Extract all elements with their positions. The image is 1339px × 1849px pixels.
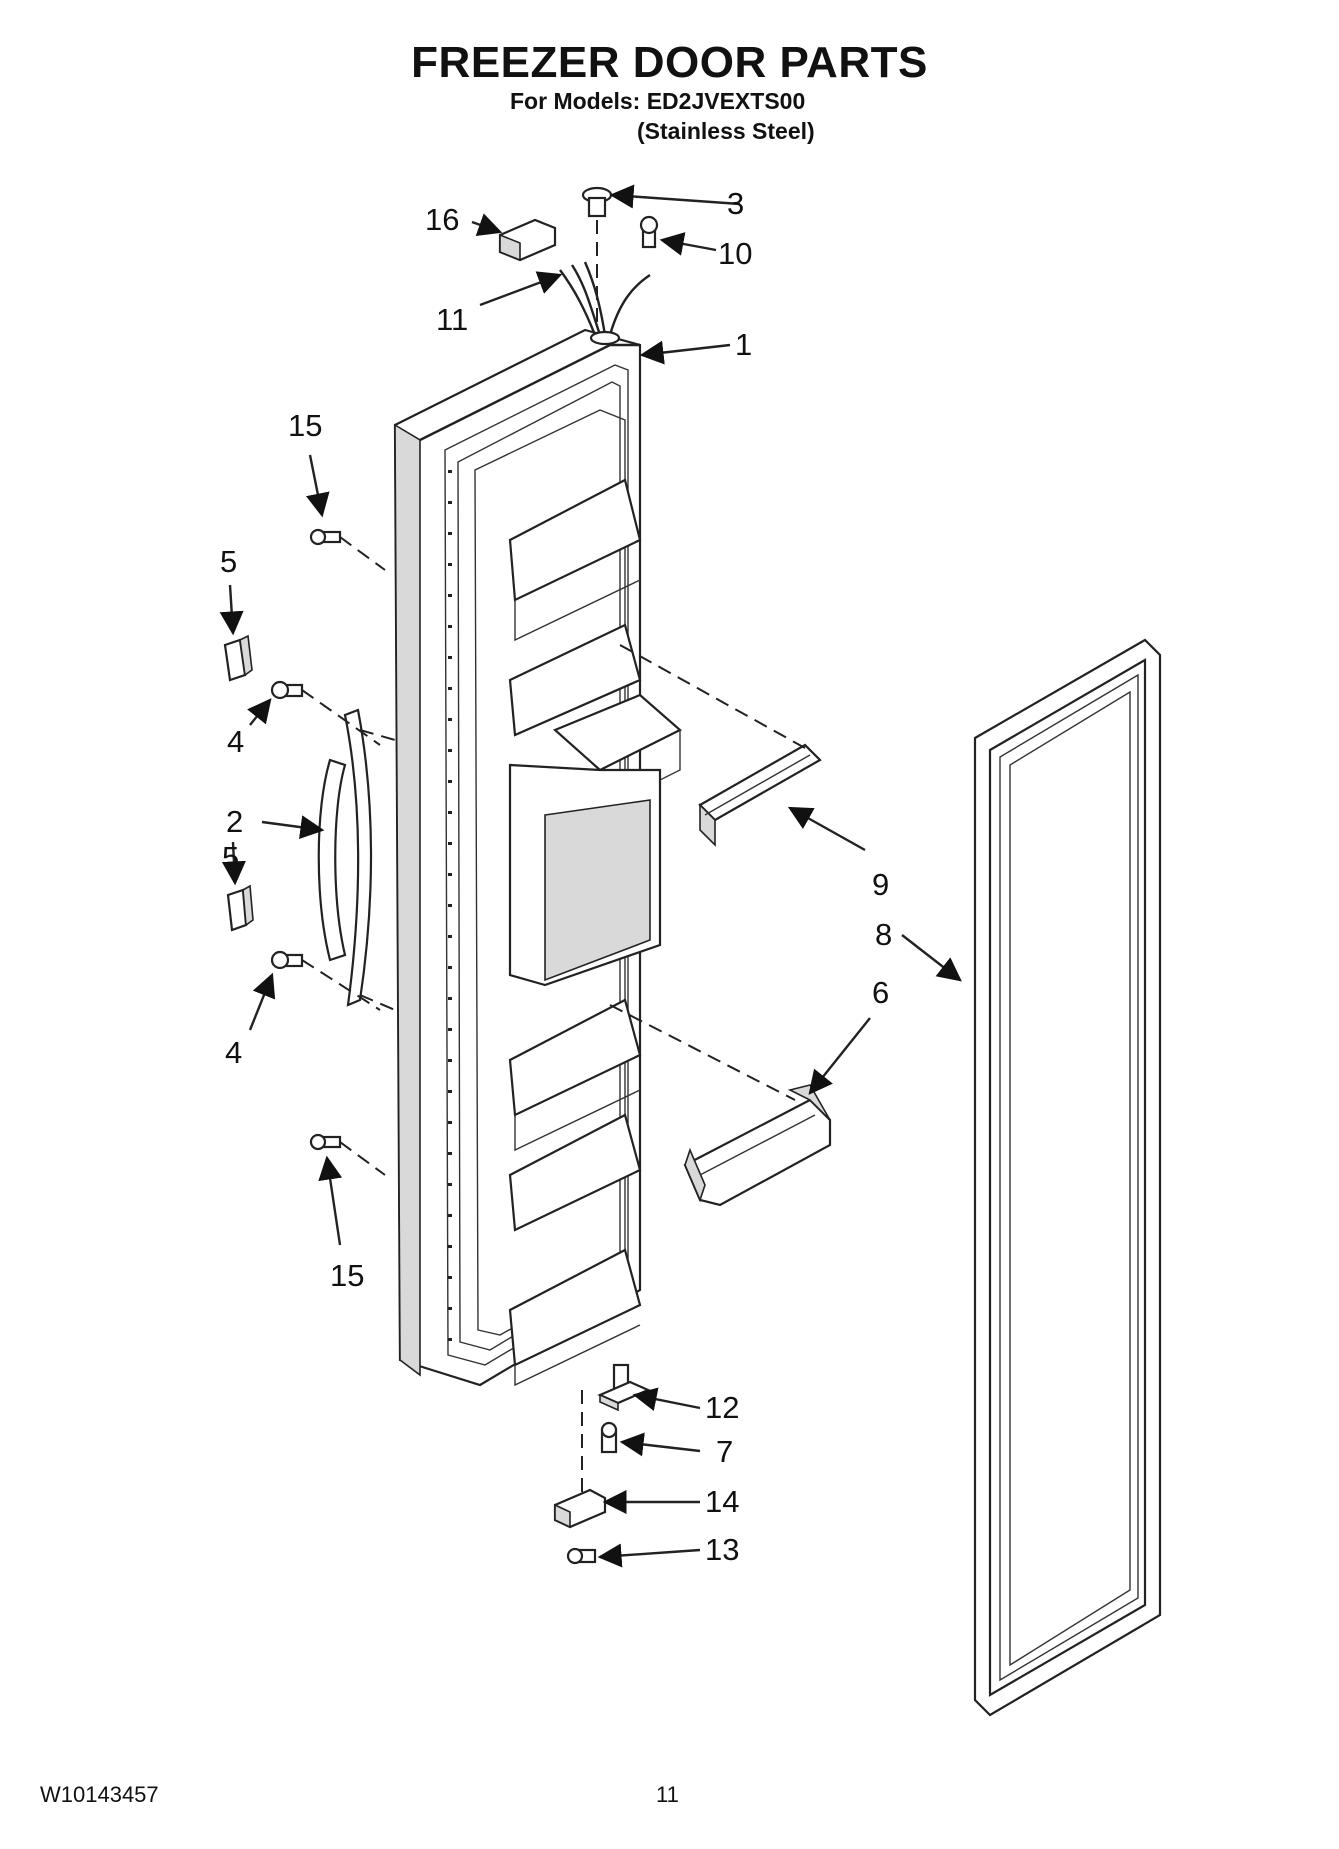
hinge-screw [600,1421,618,1454]
diagram-title: FREEZER DOOR PARTS [411,38,928,87]
handle-trim-cap-lower [226,884,254,932]
material-line: (Stainless Steel) [637,118,815,144]
document-number: W10143457 [40,1782,159,1807]
callout-labels: 3 16 10 11 1 15 5 4 2 5 9 8 6 4 15 12 7 … [220,186,892,1567]
handle-screw-lower [270,950,304,970]
bottom-hinge [553,1488,607,1529]
callout-10: 10 [718,236,752,271]
door-gasket [973,638,1162,1717]
leader-lines [219,184,962,1568]
wire-connector [498,218,557,262]
plug-button [581,186,613,218]
callout-15-upper: 15 [288,408,322,443]
freezer-door-assembly [393,328,682,1387]
screw-ground [639,215,659,249]
callout-1: 1 [735,327,752,362]
callout-5-upper: 5 [220,544,237,579]
callout-4-lower: 4 [225,1035,242,1070]
door-liner [474,409,682,1387]
callout-4-upper: 4 [227,724,244,759]
door-bin [683,1084,832,1207]
callout-6: 6 [872,975,889,1010]
models-line: For Models: ED2JVEXTS00 [510,88,806,114]
callout-11: 11 [436,302,468,337]
callout-9: 9 [872,867,889,902]
callout-7: 7 [716,1434,733,1469]
callout-14: 14 [705,1484,739,1519]
dispenser-rail [698,743,822,847]
page-number: 11 [656,1782,679,1807]
callout-5-lower: 5 [222,840,239,875]
wire-harness [559,261,651,346]
callout-16: 16 [425,202,459,237]
hinge-pin-bracket [597,1363,651,1412]
handle-screw-upper [270,680,304,700]
door-handle [317,708,373,1007]
callout-13: 13 [705,1532,739,1567]
callout-3: 3 [727,186,744,221]
callout-12: 12 [705,1390,739,1425]
callout-8: 8 [875,917,892,952]
door-screw-upper [309,528,342,546]
callout-15-lower: 15 [330,1258,364,1293]
door-screw-lower [309,1133,342,1151]
handle-trim-cap-upper [223,634,253,682]
callout-2: 2 [226,804,243,839]
hinge-mounting-screw [566,1547,597,1565]
